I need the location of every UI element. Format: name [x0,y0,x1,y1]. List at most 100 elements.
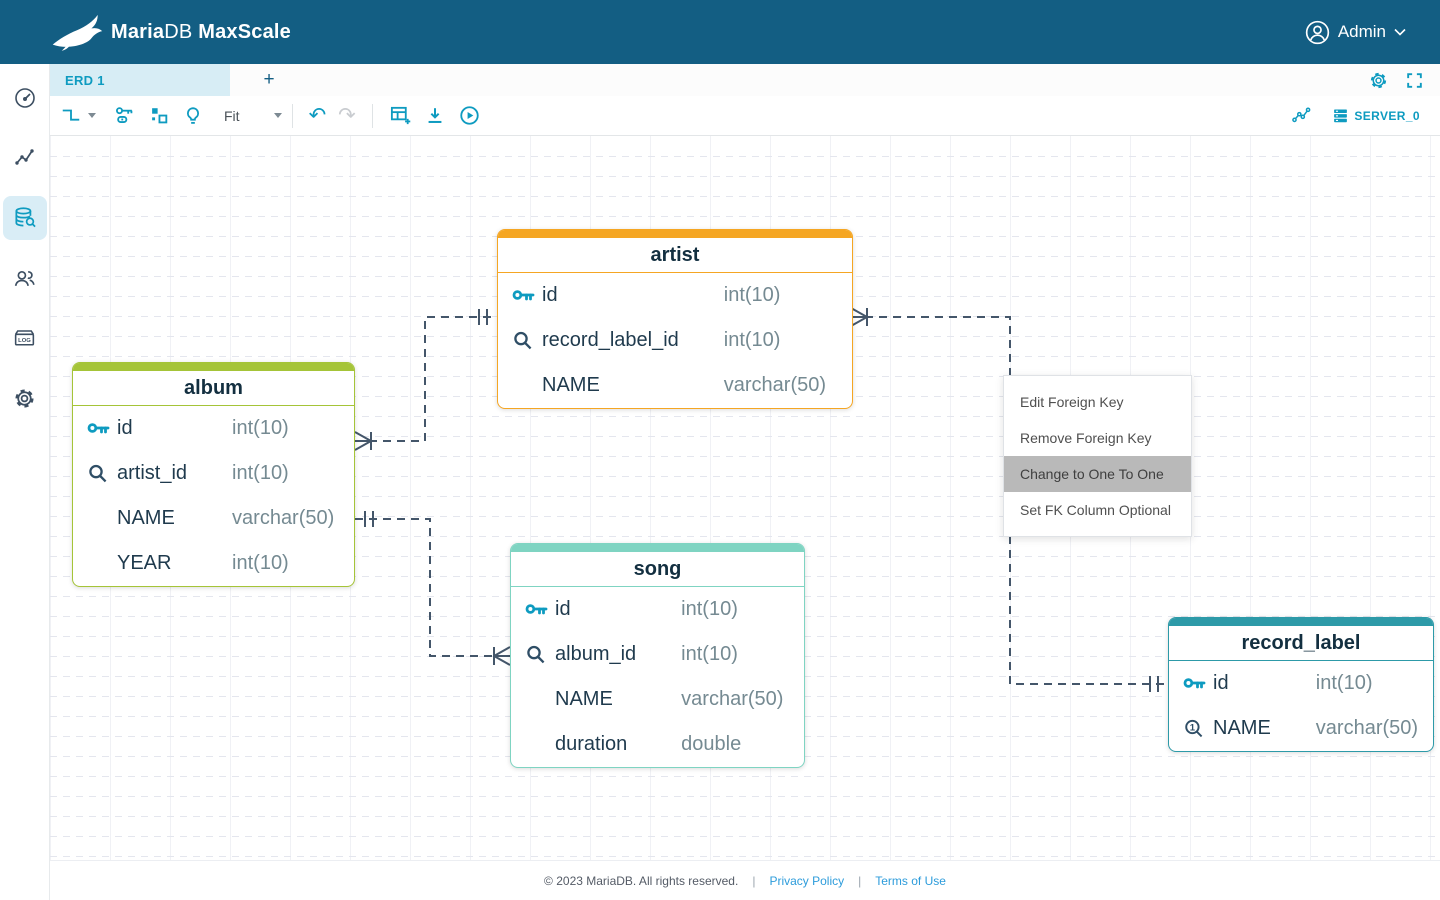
connected-server-badge[interactable]: SERVER_0 [1332,107,1420,124]
fullscreen-button[interactable] [1405,71,1424,90]
column-type: int(10) [1315,672,1373,694]
undo-icon: ↶ [308,103,327,127]
sidebar-item-visualization[interactable] [3,136,47,180]
hints-button[interactable] [182,105,204,127]
column-type: int(10) [232,462,289,484]
foreign-key-button[interactable] [114,105,136,127]
column-name: artist_id [117,462,188,484]
column-name: album_id [555,643,637,665]
primary-key-icon [1169,661,1213,706]
column-icon-spacer [73,496,117,541]
tab-label: ERD 1 [65,72,105,88]
server-name: SERVER_0 [1354,108,1420,123]
column-type: varchar(50) [232,507,335,529]
grid-line [50,856,1440,857]
zoom-fit-select[interactable]: Fit [224,108,282,124]
context-menu-item-edit-foreign-key[interactable]: Edit Foreign Key [1020,394,1124,410]
primary-key-icon [511,587,555,632]
column-name: NAME [542,374,600,396]
user-avatar-icon [1305,20,1329,44]
redo-button[interactable]: ↷ [338,105,356,126]
erd-settings-button[interactable] [1368,70,1389,91]
grid-line [50,216,1440,217]
users-icon [14,270,35,286]
primary-key-icon [73,406,117,451]
zoom-fit-label: Fit [224,107,240,124]
relationship-shape-button[interactable] [60,105,96,127]
context-menu-item-set-fk-column-optional[interactable]: Set FK Column Optional [1020,502,1171,518]
apply-script-button[interactable] [458,104,481,127]
unique-index-icon: 1 [1169,706,1213,751]
table-color-bar [498,230,852,238]
column-type: varchar(50) [723,374,827,396]
logs-icon: LOG [14,329,35,346]
sidebar-item-dashboard[interactable] [3,76,47,120]
grid-line [50,416,1440,417]
erd-canvas[interactable]: artist id int(10) record_label_id int(10) NAM… [50,136,1440,860]
play-circle-icon [460,106,479,125]
index-search-icon [498,318,542,363]
create-table-button[interactable] [389,104,412,127]
column-name: NAME [555,688,613,710]
context-menu-item-change-to-one-to-one[interactable]: Change to One To One [1004,456,1191,492]
gear-icon [15,388,34,408]
privacy-policy-link[interactable]: Privacy Policy [769,873,845,888]
table-color-bar [1169,618,1433,626]
column-type: int(10) [232,417,289,439]
column-name: NAME [1213,717,1271,739]
column-name: record_label_id [542,329,679,351]
visualize-connections-button[interactable] [1291,105,1312,126]
add-tab-button[interactable]: + [263,69,275,90]
table-title: artist [498,238,852,273]
undo-button[interactable]: ↶ [309,105,327,126]
copyright-text: © 2023 MariaDB. All rights reserved. [544,873,739,888]
caret-down-icon [88,113,96,118]
context-menu-item-remove-foreign-key[interactable]: Remove Foreign Key [1020,430,1152,446]
export-button[interactable] [424,105,446,127]
table-title: song [511,552,804,587]
auto-arrange-button[interactable] [148,105,170,127]
primary-key-icon [498,273,542,318]
column-type: int(10) [723,284,781,306]
app-header: MariaDB MaxScale Admin [0,0,1440,64]
column-name: NAME [117,507,175,529]
cardinality-one-marker [364,511,374,527]
grid-line [50,836,1440,837]
sidebar-item-settings[interactable] [3,376,47,420]
terms-of-use-link[interactable]: Terms of Use [875,873,946,888]
footer-separator: | [858,873,862,888]
sidebar-item-query-editor[interactable] [2,196,47,240]
svg-text:1: 1 [1190,722,1196,733]
grid-line [50,516,1440,517]
grid-line [50,456,1440,457]
column-name: id [1213,672,1229,694]
nodes-graph-icon [1292,107,1311,123]
chevron-down-icon [1394,28,1406,36]
brand-db: DB [164,20,193,43]
cardinality-one-marker [1149,676,1159,692]
user-menu[interactable]: Admin [1305,20,1406,45]
table-color-bar [73,363,354,371]
table-color-bar [511,544,804,552]
column-type: int(10) [723,329,781,351]
sidebar-item-logs[interactable]: LOG [3,316,47,360]
caret-down-icon [273,113,282,118]
download-icon [428,107,442,123]
grid-line [50,816,1440,817]
grid-line [50,496,1440,497]
tab-erd-1[interactable]: ERD 1 [50,64,230,96]
table-title: record_label [1169,626,1433,661]
grid-line [50,536,1440,537]
dashboard-icon [14,88,35,108]
sidebar-item-users[interactable] [3,256,47,300]
erd-toolbar: Fit ↶ ↷ [50,96,1440,136]
index-search-icon [73,451,117,496]
